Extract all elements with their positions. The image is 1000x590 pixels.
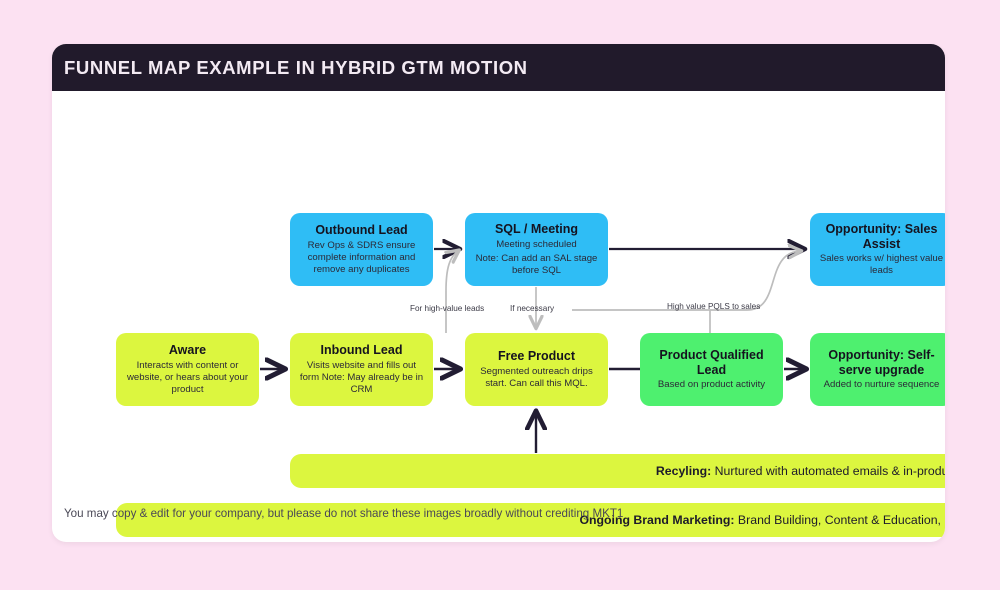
- bar-body: Brand Building, Content & Education, Com…: [737, 513, 945, 527]
- node-title: Opportunity: Sales Assist: [825, 222, 938, 251]
- node-description-note: Note: Can add an SAL stage before SQL: [475, 252, 598, 276]
- bar-text: Recyling: Nurtured with automated emails…: [656, 464, 945, 478]
- recycling-bar[interactable]: Recyling: Nurtured with automated emails…: [290, 454, 945, 488]
- card-header: FUNNEL MAP EXAMPLE IN HYBRID GTM MOTION: [52, 44, 945, 91]
- connector-label-if-necessary: If necessary: [510, 304, 555, 313]
- ongoing-brand-marketing-bar[interactable]: Ongoing Brand Marketing: Brand Building,…: [116, 503, 945, 537]
- node-title: Opportunity: Self-serve upgrade: [828, 348, 935, 377]
- node-description: Visits website and fills out form Note: …: [299, 359, 424, 395]
- node-description: Segmented outreach drips start. Can call…: [480, 365, 593, 389]
- wire-inbound-to-outbound: [446, 251, 458, 333]
- node-description: Sales works w/ highest value leads: [819, 252, 944, 276]
- bar-label: Ongoing Brand Marketing:: [579, 513, 735, 527]
- connector-wires: [260, 91, 945, 453]
- node-title: Product Qualified Lead: [659, 348, 764, 377]
- funnel-map-card: FUNNEL MAP EXAMPLE IN HYBRID GTM MOTION: [52, 44, 945, 542]
- connector-label-high-value-pqls-to-sales: High value PQLS to sales: [667, 302, 761, 311]
- node-description: Rev Ops & SDRS ensure complete informati…: [307, 239, 416, 275]
- node-title: SQL / Meeting: [494, 222, 579, 237]
- bar-label: Recyling:: [655, 464, 712, 478]
- bar-body: Nurtured with automated emails & in-prod…: [711, 464, 945, 478]
- node-description: Added to nurture sequence: [823, 378, 940, 390]
- wire-rail-to-sales-assist: [746, 251, 800, 311]
- node-description: Meeting scheduled: [496, 238, 577, 250]
- node-description: Based on product activity: [657, 378, 766, 390]
- node-title: Free Product: [497, 349, 576, 364]
- bar-text: Ongoing Brand Marketing: Brand Building,…: [579, 513, 945, 527]
- connector-label-for-high-value-leads: For high-value leads: [410, 304, 485, 313]
- node-title: Outbound Lead: [315, 223, 408, 238]
- node-title: Aware: [168, 343, 207, 358]
- footer-note: You may copy & edit for your company, bu…: [64, 507, 624, 520]
- node-description: Interacts with content or website, or he…: [126, 359, 249, 395]
- node-title: Inbound Lead: [320, 343, 403, 358]
- page-title: FUNNEL MAP EXAMPLE IN HYBRID GTM MOTION: [64, 56, 528, 78]
